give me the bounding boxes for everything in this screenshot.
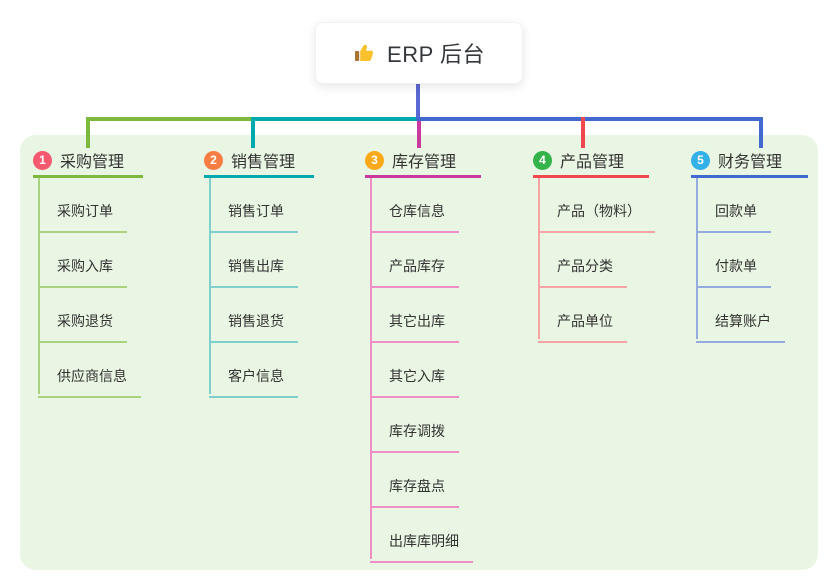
branch-4: 4 产品管理产品（物料） 产品分类产品单位: [533, 145, 655, 343]
child-node-1-3[interactable]: 客户信息: [209, 366, 298, 398]
branch-label: 财务管理: [718, 154, 783, 171]
root-node-erp[interactable]: ERP 后台: [315, 22, 523, 84]
child-node-row: 客户信息: [204, 343, 314, 398]
child-node-2-1[interactable]: 产品库存: [370, 256, 459, 288]
branch-connector-line: [416, 117, 763, 121]
branch-5: 5 财务管理回款单付款单结算账户: [691, 145, 808, 343]
child-node-row: 采购订单: [33, 178, 143, 233]
child-node-row: 产品单位: [533, 288, 655, 343]
child-node-1-1[interactable]: 销售出库: [209, 256, 298, 288]
branch-number-badge: 5: [691, 150, 710, 170]
child-node-row: 采购入库: [33, 233, 143, 288]
child-node-4-2[interactable]: 结算账户: [696, 311, 785, 343]
child-node-row: 出库库明细: [365, 508, 481, 563]
children-spine-line: [696, 178, 698, 339]
child-node-row: 销售出库: [204, 233, 314, 288]
branch-number-badge: 3: [365, 150, 384, 170]
child-node-2-0[interactable]: 仓库信息: [370, 201, 459, 233]
branch-3: 3 库存管理仓库信息产品库存其它出库其它入库库存调拨库存盘点出库库明细: [365, 145, 481, 563]
child-node-row: 供应商信息: [33, 343, 143, 398]
branch-connector-line: [253, 117, 416, 121]
children-spine-line: [209, 178, 211, 394]
branch-connector-drop: [759, 117, 763, 148]
branch-connector-drop: [251, 117, 255, 148]
child-node-row: 库存盘点: [365, 453, 481, 508]
child-node-4-1[interactable]: 付款单: [696, 256, 771, 288]
child-node-row: 销售订单: [204, 178, 314, 233]
child-node-row: 付款单: [691, 233, 808, 288]
child-node-row: 产品分类: [533, 233, 655, 288]
child-node-row: 采购退货: [33, 288, 143, 343]
root-title: ERP 后台: [387, 42, 485, 67]
child-node-0-3[interactable]: 供应商信息: [38, 366, 141, 398]
branch-label: 产品管理: [560, 154, 625, 171]
branch-label: 采购管理: [60, 154, 125, 171]
branch-node-3[interactable]: 4 产品管理: [533, 145, 649, 178]
child-node-2-2[interactable]: 其它出库: [370, 311, 459, 343]
branch-number-badge: 4: [533, 150, 552, 170]
child-node-2-5[interactable]: 库存盘点: [370, 476, 459, 508]
root-stem-connector: [416, 82, 420, 121]
mindmap-panel: [20, 135, 818, 570]
child-node-row: 其它入库: [365, 343, 481, 398]
child-node-row: 回款单: [691, 178, 808, 233]
children-spine-line: [38, 178, 40, 394]
child-node-3-2[interactable]: 产品单位: [538, 311, 627, 343]
children-spine-line: [538, 178, 540, 339]
branch-label: 销售管理: [231, 154, 296, 171]
child-node-2-3[interactable]: 其它入库: [370, 366, 459, 398]
child-node-1-0[interactable]: 销售订单: [209, 201, 298, 233]
branch-1: 1 采购管理采购订单采购入库采购退货供应商信息: [33, 145, 143, 398]
child-node-row: 库存调拨: [365, 398, 481, 453]
child-node-3-0[interactable]: 产品（物料）: [538, 201, 655, 233]
child-node-0-2[interactable]: 采购退货: [38, 311, 127, 343]
child-node-4-0[interactable]: 回款单: [696, 201, 771, 233]
branch-connector-line: [86, 117, 253, 121]
branch-label: 库存管理: [392, 154, 457, 171]
branch-2: 2 销售管理销售订单销售出库销售退货客户信息: [204, 145, 314, 398]
child-node-0-0[interactable]: 采购订单: [38, 201, 127, 233]
child-node-row: 结算账户: [691, 288, 808, 343]
branch-connector-drop: [86, 117, 90, 148]
children-spine-line: [370, 178, 372, 559]
branch-node-4[interactable]: 5 财务管理: [691, 145, 808, 178]
branch-node-1[interactable]: 2 销售管理: [204, 145, 314, 178]
thumbs-up-icon: [353, 41, 377, 65]
branch-connector-drop: [581, 117, 585, 148]
child-node-row: 产品库存: [365, 233, 481, 288]
child-node-2-4[interactable]: 库存调拨: [370, 421, 459, 453]
branch-number-badge: 2: [204, 150, 223, 170]
branch-number-badge: 1: [33, 150, 52, 170]
branch-node-0[interactable]: 1 采购管理: [33, 145, 143, 178]
child-node-3-1[interactable]: 产品分类: [538, 256, 627, 288]
child-node-1-2[interactable]: 销售退货: [209, 311, 298, 343]
branch-node-2[interactable]: 3 库存管理: [365, 145, 481, 178]
child-node-row: 其它出库: [365, 288, 481, 343]
child-node-2-6[interactable]: 出库库明细: [370, 531, 473, 563]
child-node-0-1[interactable]: 采购入库: [38, 256, 127, 288]
child-node-row: 销售退货: [204, 288, 314, 343]
child-node-row: 仓库信息: [365, 178, 481, 233]
branch-connector-drop: [417, 121, 421, 148]
child-node-row: 产品（物料）: [533, 178, 655, 233]
